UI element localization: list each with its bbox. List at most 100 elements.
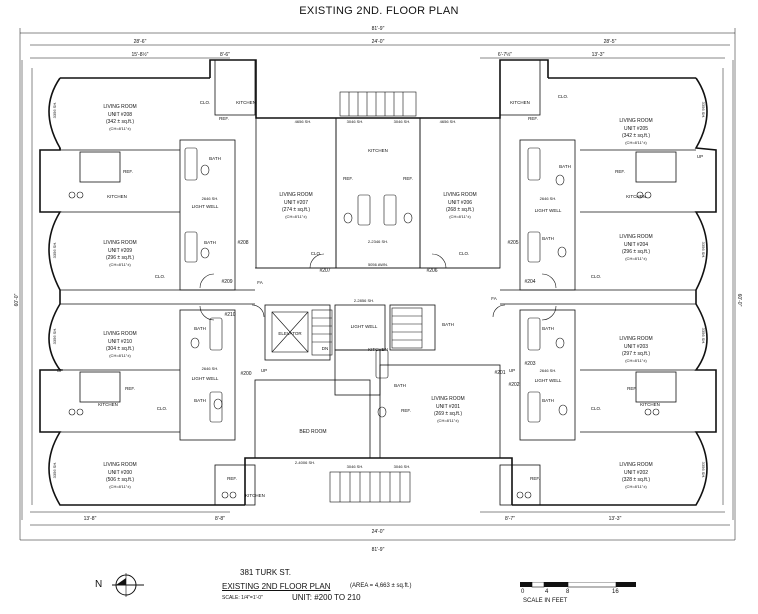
unit-210: LIVING ROOM UNIT #210 (304 ± sq.ft.) (CH… — [103, 331, 136, 358]
svg-text:REF.: REF. — [123, 169, 133, 174]
svg-text:(297 ± sq.ft.): (297 ± sq.ft.) — [622, 351, 650, 357]
svg-text:LIVING ROOM: LIVING ROOM — [619, 462, 652, 468]
svg-text:#200: #200 — [240, 371, 251, 377]
unit-207: LIVING ROOM UNIT #207 (274 ± sq.ft.) (CH… — [279, 192, 312, 219]
room-labels: KITCHEN KITCHEN KITCHEN KITCHEN KITCHEN … — [57, 94, 703, 498]
bath-fixtures — [68, 147, 660, 499]
dim-side-right: 60'-0" — [736, 294, 742, 307]
dim-center-bottom: 24'-0" — [372, 529, 385, 535]
svg-text:UP: UP — [509, 368, 515, 373]
svg-text:UNIT #208: UNIT #208 — [108, 112, 132, 118]
plan-title: EXISTING 2ND FLOOR PLAN — [222, 582, 331, 591]
dim-bottom-left-a: 13'-8" — [84, 516, 97, 522]
title-block: 381 TURK ST. EXISTING 2ND FLOOR PLAN (AR… — [0, 560, 758, 614]
svg-text:3356 SH.: 3356 SH. — [52, 462, 57, 479]
svg-text:FA: FA — [491, 296, 497, 301]
dim-overall-top: 81'-9" — [372, 26, 385, 32]
svg-text:UP: UP — [261, 368, 267, 373]
plan-area: (AREA = 4,663 ± sq.ft.) — [350, 583, 412, 589]
dim-top-right-b: 13'-3" — [592, 52, 605, 58]
svg-text:UNIT #209: UNIT #209 — [108, 248, 132, 254]
svg-text:2-4006 SH.: 2-4006 SH. — [295, 460, 315, 465]
svg-text:(CH=8'11"±): (CH=8'11"±) — [109, 484, 131, 489]
svg-text:BATH: BATH — [194, 326, 206, 331]
svg-text:BATH: BATH — [542, 326, 554, 331]
svg-text:(CH=8'11"±): (CH=8'11"±) — [625, 256, 647, 261]
svg-text:2646 SH.: 2646 SH. — [202, 366, 219, 371]
svg-text:(304 ± sq.ft.): (304 ± sq.ft.) — [106, 346, 134, 352]
svg-text:#207: #207 — [319, 268, 330, 274]
dim-top-left-a: 15'-8½" — [132, 51, 149, 58]
svg-text:LIVING ROOM: LIVING ROOM — [103, 104, 136, 110]
svg-text:#202: #202 — [508, 382, 519, 388]
unit-201: LIVING ROOM UNIT #201 (269 ± sq.ft.) (CH… — [431, 396, 464, 423]
svg-text:3046 SH.: 3046 SH. — [394, 119, 411, 124]
dim-overall-bottom: 81'-9" — [372, 547, 385, 553]
walls — [39, 59, 717, 506]
svg-text:(506 ± sq.ft.): (506 ± sq.ft.) — [106, 477, 134, 483]
north-arrow-icon — [112, 573, 144, 597]
unit-208: LIVING ROOM UNIT #208 (342 ± sq.ft.) (CH… — [103, 104, 136, 131]
svg-text:(CH=8'11"±): (CH=8'11"±) — [625, 358, 647, 363]
dim-center-top: 24'-0" — [372, 39, 385, 45]
svg-text:CLO.: CLO. — [459, 251, 470, 256]
svg-text:KITCHEN: KITCHEN — [98, 402, 118, 407]
svg-text:UNIT #203: UNIT #203 — [624, 344, 648, 350]
svg-text:3356 SH.: 3356 SH. — [52, 328, 57, 345]
plan-scale: SCALE: 1/4"=1'-0" — [222, 595, 263, 601]
svg-text:LIVING ROOM: LIVING ROOM — [619, 118, 652, 124]
svg-text:3356 SH.: 3356 SH. — [701, 328, 706, 345]
svg-text:(CH=8'11"±): (CH=8'11"±) — [437, 418, 459, 423]
unit-205: LIVING ROOM UNIT #205 (342 ± sq.ft.) (CH… — [619, 118, 652, 145]
dim-top-left-b: 8'-6" — [220, 52, 230, 58]
svg-text:3356 SH.: 3356 SH. — [701, 462, 706, 479]
scale-tick-4: 4 — [545, 589, 549, 595]
svg-text:BATH: BATH — [204, 240, 216, 245]
dim-bottom-right-a: 8'-7" — [505, 516, 515, 522]
svg-text:(296 ± sq.ft.): (296 ± sq.ft.) — [622, 249, 650, 255]
svg-text:DN: DN — [322, 346, 329, 351]
svg-text:LIGHT WELL: LIGHT WELL — [192, 376, 219, 381]
svg-text:(342 ± sq.ft.): (342 ± sq.ft.) — [106, 119, 134, 125]
svg-text:3046 SH.: 3046 SH. — [394, 464, 411, 469]
svg-text:3356 SH.: 3356 SH. — [701, 242, 706, 259]
elevator-label: ELEVATOR — [278, 331, 302, 336]
svg-text:REF.: REF. — [219, 116, 229, 121]
svg-text:CLO.: CLO. — [157, 406, 168, 411]
scale-tick-16: 16 — [612, 589, 619, 595]
dimension-lines — [19, 28, 736, 541]
svg-text:5056 AWN.: 5056 AWN. — [368, 262, 388, 267]
svg-text:#204: #204 — [524, 279, 535, 285]
svg-text:KITCHEN: KITCHEN — [626, 194, 646, 199]
svg-text:CLO.: CLO. — [200, 100, 211, 105]
svg-text:FA: FA — [257, 280, 263, 285]
elevator-shaft — [271, 311, 309, 353]
svg-text:UNIT #207: UNIT #207 — [284, 200, 308, 206]
svg-text:2646 SH.: 2646 SH. — [202, 196, 219, 201]
svg-text:UNIT #206: UNIT #206 — [448, 200, 472, 206]
svg-text:2646 SH.: 2646 SH. — [540, 196, 557, 201]
svg-text:#209: #209 — [221, 279, 232, 285]
dim-top-right-a: 6'-7½" — [498, 51, 512, 58]
bed-room-label: BED ROOM — [299, 429, 326, 435]
svg-text:4656 SH.: 4656 SH. — [440, 119, 457, 124]
svg-text:BATH: BATH — [559, 164, 571, 169]
svg-text:(CH=8'11"±): (CH=8'11"±) — [449, 214, 471, 219]
svg-text:LIVING ROOM: LIVING ROOM — [443, 192, 476, 198]
svg-text:#201: #201 — [494, 370, 505, 376]
svg-text:BATH: BATH — [442, 322, 454, 327]
svg-text:REF.: REF. — [615, 169, 625, 174]
door-tags: #200 #201 #202 #203 #204 #205 #206 #207 … — [221, 240, 535, 388]
svg-text:3046 SH.: 3046 SH. — [347, 119, 364, 124]
svg-text:2-2856 SH.: 2-2856 SH. — [354, 298, 374, 303]
svg-text:CLO.: CLO. — [311, 251, 322, 256]
dim-right-wing: 28'-5" — [604, 39, 617, 45]
svg-text:3356 SH.: 3356 SH. — [52, 242, 57, 259]
svg-text:3356 SH.: 3356 SH. — [52, 102, 57, 119]
svg-text:REF.: REF. — [403, 176, 413, 181]
svg-text:KITCHEN: KITCHEN — [107, 194, 127, 199]
floor-plan: 81'-9" 81'-9" 28'-6" 24'-0" 28'-5" 15'-8… — [14, 26, 742, 553]
svg-text:BATH: BATH — [194, 398, 206, 403]
svg-text:LIGHT WELL: LIGHT WELL — [535, 208, 562, 213]
svg-text:4656 SH.: 4656 SH. — [295, 119, 312, 124]
